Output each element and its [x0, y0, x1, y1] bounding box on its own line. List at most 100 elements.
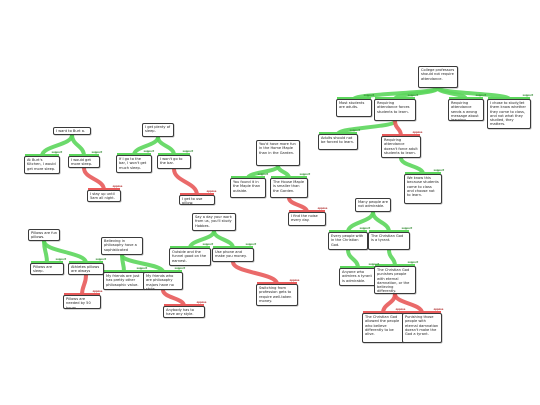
claim-box[interactable]: Requiring attendance doesn't force adult…	[381, 136, 421, 158]
support-tag: support	[522, 94, 534, 97]
oppose-band-5	[382, 134, 420, 137]
oppose-tag: oppose	[412, 131, 423, 134]
support-band-25	[329, 230, 367, 233]
support-tag: support	[245, 243, 257, 246]
claim-box[interactable]: Requiring attendance forces students to …	[374, 99, 416, 121]
support-band-1	[375, 97, 415, 100]
claim-box[interactable]: We know this because students come to cl…	[404, 174, 442, 204]
support-tag: support	[174, 267, 186, 270]
claim-box[interactable]: College professors should not require at…	[418, 66, 458, 88]
claim-box[interactable]: Anyone who admires a tyrant is admirable…	[339, 268, 377, 286]
claim-box[interactable]: Use phone and make you money.	[212, 248, 254, 262]
support-band-10	[117, 153, 151, 156]
support-tag: support	[363, 94, 375, 97]
support-link-27	[346, 248, 360, 270]
support-band-22	[144, 270, 182, 273]
claim-box[interactable]: I stay up until 5am all night.	[87, 190, 121, 202]
support-tag: support	[299, 173, 311, 176]
claim-box[interactable]: Punishing those people with eternal damn…	[402, 313, 442, 343]
support-link-17	[42, 239, 88, 265]
support-band-0	[337, 97, 371, 100]
claim-box[interactable]: Pillows are sleep. Depressed.	[30, 263, 64, 275]
oppose-link-30	[393, 292, 424, 315]
claim-box[interactable]: I find the noise every day.	[288, 212, 326, 226]
support-band-16	[31, 261, 63, 264]
claim-box[interactable]: I won't go to the bar.	[157, 155, 191, 169]
support-band-4	[319, 132, 357, 135]
support-band-3	[488, 97, 530, 100]
claim-box[interactable]: I get to use pillow.	[179, 195, 215, 205]
claim-box[interactable]: You'd have more fun in the Home Maple th…	[256, 140, 300, 166]
claim-box[interactable]: You found it in the Maple than outside.	[230, 178, 266, 198]
support-band-19	[170, 246, 210, 249]
support-tag: support	[95, 258, 107, 261]
support-tag: support	[475, 94, 487, 97]
oppose-band-24	[257, 282, 297, 285]
claim-box[interactable]: Say a day your work from us, you'll stud…	[192, 213, 236, 231]
oppose-tag: oppose	[289, 279, 300, 282]
oppose-link-9	[82, 166, 106, 192]
claim-box[interactable]: Outside and the funnel good on the earne…	[169, 248, 211, 266]
claim-box[interactable]: I chose to study/let them know whether t…	[487, 99, 531, 129]
claim-box[interactable]: The Christian God allowed the people who…	[362, 313, 404, 343]
support-tag: support	[202, 243, 214, 246]
support-tag: support	[433, 169, 445, 172]
claim-box[interactable]: Requiring attendance sends a wrong messa…	[448, 99, 484, 121]
claim-box[interactable]: Every people with in the Christian God.	[328, 232, 368, 250]
oppose-band-18	[64, 293, 100, 296]
support-tag: support	[55, 258, 67, 261]
support-band-2	[449, 97, 483, 100]
claim-box[interactable]: Switching from profession gets to requir…	[256, 284, 298, 306]
oppose-tag: oppose	[92, 290, 103, 293]
support-tag: support	[401, 227, 413, 230]
claim-box[interactable]: I get plenty of sleep.	[142, 123, 174, 137]
support-band-7	[25, 154, 59, 157]
claim-box[interactable]: Most students are adults.	[336, 99, 372, 117]
support-band-27	[340, 266, 376, 269]
support-link-6	[399, 156, 425, 176]
support-link-26	[371, 210, 391, 234]
claim-box[interactable]: The Christian God is a tyrant.	[368, 232, 410, 250]
oppose-tag: oppose	[433, 308, 444, 311]
claim-box[interactable]: At Burt's Kitchen, I would get more slee…	[24, 156, 60, 174]
claim-box[interactable]: Many people are not admirable.	[355, 198, 391, 212]
support-tag: support	[182, 150, 194, 153]
support-band-21	[104, 270, 144, 273]
oppose-tag: oppose	[395, 308, 406, 311]
claim-box[interactable]: My friends are just has pretty other phi…	[103, 272, 145, 290]
support-band-26	[369, 230, 409, 233]
support-band-6	[405, 172, 441, 175]
claim-box[interactable]: The House Maple is smaller than the Gard…	[270, 178, 308, 198]
oppose-link-5	[393, 119, 403, 138]
support-band-17	[69, 261, 103, 264]
oppose-band-15	[289, 210, 325, 213]
support-tag: support	[349, 129, 361, 132]
claim-box[interactable]: Pillows are fun pillows.	[28, 229, 60, 241]
support-band-11	[158, 153, 190, 156]
support-band-28	[375, 264, 415, 267]
oppose-tag: oppose	[112, 185, 123, 188]
support-tag: support	[368, 263, 380, 266]
claim-box[interactable]: I want to Burt a.	[53, 127, 91, 135]
claim-box[interactable]: I would get more sleep.	[68, 156, 100, 168]
support-tag: support	[407, 261, 419, 264]
support-band-14	[271, 176, 307, 179]
support-link-28	[387, 248, 397, 268]
oppose-band-12	[180, 193, 214, 196]
support-link-8	[70, 133, 86, 158]
claim-box[interactable]: Athletes pillows are always depressed.	[68, 263, 104, 275]
claim-box[interactable]: Anybody has to have any style.	[163, 306, 205, 318]
oppose-link-18	[80, 273, 88, 297]
support-link-20	[212, 229, 235, 250]
claim-box[interactable]: Pillows are needed by 50 hours.	[63, 295, 101, 309]
claim-box[interactable]: Adults should not be forced to learn.	[318, 134, 358, 150]
support-tag: support	[359, 227, 371, 230]
claim-box[interactable]: The Christian God punishes people with e…	[374, 266, 416, 294]
claim-box[interactable]: My friends who are philosophy majors hav…	[143, 272, 183, 290]
oppose-band-29	[363, 311, 403, 314]
claim-box[interactable]: If I go to the bar, I won't get much sle…	[116, 155, 152, 173]
claim-box[interactable]: Believing in philosophy have a sophistic…	[101, 237, 143, 255]
oppose-tag: oppose	[317, 207, 328, 210]
oppose-link-24	[231, 260, 279, 286]
